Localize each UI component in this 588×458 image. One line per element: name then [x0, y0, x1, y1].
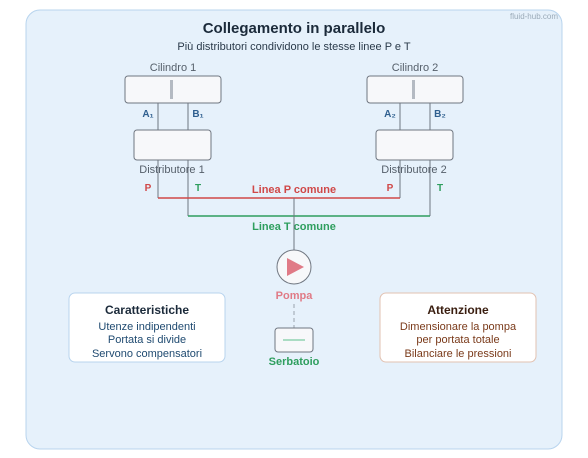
cylinder-2-port-b: B₂: [434, 109, 446, 120]
features-title: Caratteristiche: [105, 303, 189, 317]
cylinder-2-label: Cilindro 2: [392, 62, 438, 74]
warning-box: [379, 292, 537, 363]
warning-item: per portata totale: [416, 334, 499, 346]
valve-1-body[interactable]: [133, 129, 212, 161]
features-item: Portata si divide: [108, 334, 186, 346]
valve-1-label: Distributore 1: [139, 164, 204, 176]
valve-2-label: Distributore 2: [381, 164, 446, 176]
cylinder-1-port-a: A₁: [142, 109, 153, 120]
diagram-title: Collegamento in parallelo: [203, 20, 386, 37]
tank-label: Serbatoio: [269, 356, 320, 368]
valve-2-port-p: P: [387, 183, 394, 194]
diagram-subtitle: Più distributori condividono le stesse l…: [177, 41, 410, 53]
features-box: [68, 292, 226, 363]
warning-item: Bilanciare le pressioni: [405, 348, 512, 360]
cylinder-1-piston: [170, 80, 173, 99]
pump-arrow-icon: [287, 258, 304, 276]
valve-1-port-p: P: [145, 183, 152, 194]
p-common-label: Linea P comune: [252, 184, 336, 196]
cylinder-1-label: Cilindro 1: [150, 62, 196, 74]
features-item: Servono compensatori: [92, 348, 202, 360]
cylinder-2-port-a: A₂: [384, 109, 396, 120]
valve-2-port-t: T: [437, 183, 443, 194]
pump-label: Pompa: [276, 290, 314, 302]
valve-1-port-t: T: [195, 183, 201, 194]
warning-title: Attenzione: [427, 303, 489, 317]
cylinder-1-port-b: B₁: [192, 109, 203, 120]
features-item: Utenze indipendenti: [98, 321, 195, 333]
warning-item: Dimensionare la pompa: [400, 321, 517, 333]
valve-2-body[interactable]: [375, 129, 454, 161]
cylinder-2-piston: [412, 80, 415, 99]
watermark: fluid-hub.com: [510, 12, 558, 21]
